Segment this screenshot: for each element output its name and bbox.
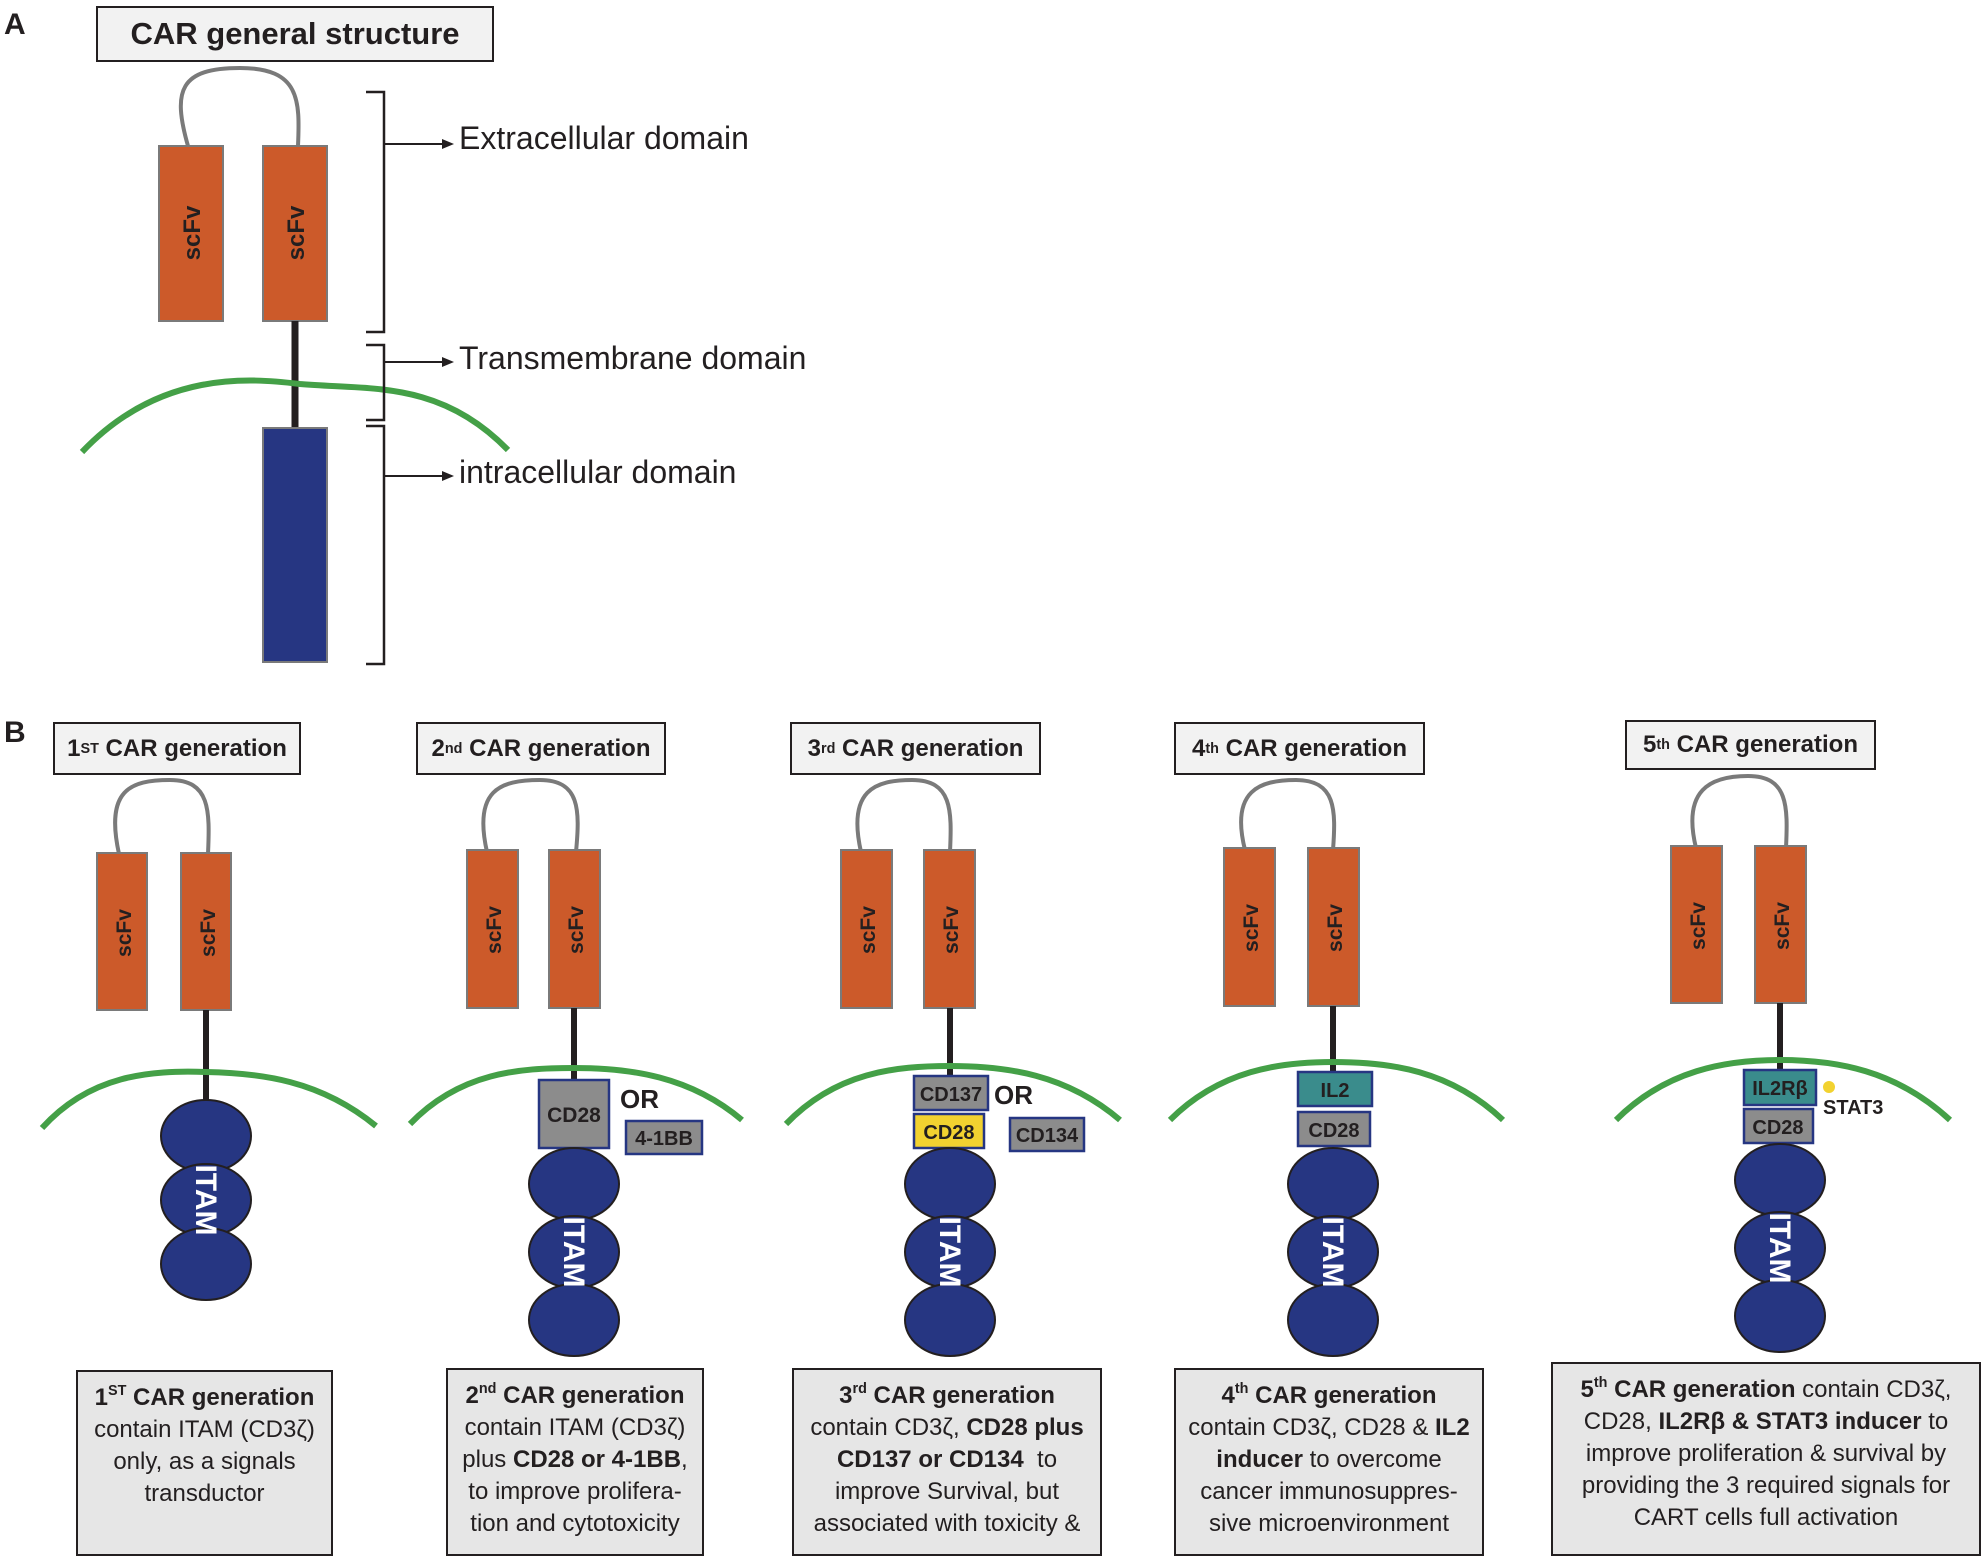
- scfv-label: scFv: [1771, 902, 1794, 950]
- description-line: contain ITAM (CD3ζ): [464, 1414, 686, 1441]
- intracellular-block-a: [262, 427, 328, 663]
- gen3-description: 3rd CAR generation contain CD3ζ, CD28 plu…: [792, 1368, 1102, 1556]
- or-label: OR: [994, 1080, 1033, 1110]
- or-label: OR: [620, 1084, 659, 1114]
- description-line: 3rd CAR generation: [839, 1380, 1055, 1409]
- domain-label-4-1bb: 4-1BB: [635, 1128, 693, 1150]
- panel-a-structure: scFv scFv: [79, 65, 511, 666]
- bracket-intracellular: [366, 424, 386, 666]
- description-line: cancer immunosuppres-: [1200, 1478, 1458, 1505]
- scfv-label: scFv: [483, 906, 506, 954]
- domain-label-il2: IL2: [1321, 1080, 1350, 1102]
- description-line: CD137 or CD134 to: [836, 1446, 1058, 1473]
- panel-a-title: CAR general structure: [96, 6, 494, 62]
- scfv-label: scFv: [1324, 904, 1347, 952]
- domain-label-cd28: CD28: [1308, 1120, 1359, 1142]
- description-line: 4th CAR generation: [1221, 1380, 1437, 1409]
- arrow-intracellular: [442, 471, 454, 481]
- domain-label-il2r-: IL2Rβ: [1752, 1078, 1808, 1100]
- description-line: providing the 3 required signals for: [1581, 1472, 1951, 1499]
- gen1-description: 1ST CAR generation contain ITAM (CD3ζ) onl…: [76, 1370, 333, 1556]
- itam-label: ITAM: [557, 1216, 590, 1287]
- extracellular-domain-label: Extracellular domain: [459, 120, 749, 156]
- itam-label: ITAM: [933, 1216, 966, 1287]
- gen3-structure: scFv scFv CD137 OR CD28 CD134 ITAM: [783, 777, 1122, 1357]
- itam-label: ITAM: [189, 1164, 222, 1235]
- itam-label: ITAM: [1316, 1216, 1349, 1287]
- description-line: inducer to overcome: [1216, 1446, 1442, 1473]
- scfv-label: scFv: [1687, 902, 1710, 950]
- scfv-left-a: [158, 145, 224, 322]
- gen4-structure: scFv scFv IL2 CD28 ITAM: [1167, 777, 1506, 1357]
- description-line: tion and cytotoxicity: [470, 1510, 680, 1537]
- description-line: sive microenvironment: [1208, 1510, 1450, 1537]
- domain-label-cd28: CD28: [547, 1104, 601, 1127]
- gen5-structure: scFv scFv IL2Rβ STAT3 CD28 ITAM: [1613, 773, 1953, 1353]
- description-line: plus CD28 or 4-1BB,: [462, 1446, 688, 1473]
- description-line: to improve prolifera-: [468, 1478, 682, 1505]
- description-line: 5th CAR generation contain CD3ζ,: [1580, 1374, 1952, 1403]
- description-line: associated with toxicity &: [813, 1510, 1081, 1537]
- domain-label-cd134: CD134: [1016, 1125, 1079, 1147]
- gen1-structure: scFv scFv ITAM: [39, 777, 378, 1301]
- domain-label-cd28: CD28: [1752, 1117, 1803, 1139]
- itam-label: ITAM: [1763, 1212, 1796, 1283]
- bracket-extracellular: [366, 90, 386, 334]
- scfv-label: scFv: [197, 909, 220, 957]
- scfv-label: scFv: [1240, 904, 1263, 952]
- domain-label-cd28: CD28: [923, 1122, 974, 1144]
- description-line: 1ST CAR generation: [94, 1382, 315, 1411]
- gen2-description: 2nd CAR generation contain ITAM (CD3ζ) plu…: [446, 1368, 704, 1556]
- gen2-structure: scFv scFv CD28 OR 4-1BB ITAM: [407, 777, 744, 1357]
- description-line: improve Survival, but: [834, 1478, 1060, 1505]
- scfv-label-left-a: scFv: [179, 205, 206, 260]
- description-line: contain CD3ζ, CD28 & IL2: [1188, 1414, 1470, 1441]
- scfv-label: scFv: [940, 906, 963, 954]
- arrow-extracellular: [442, 139, 454, 149]
- stat3-label: STAT3: [1823, 1097, 1883, 1119]
- scfv-label-right-a: scFv: [283, 205, 310, 260]
- description-line: CD28, IL2Rβ & STAT3 inducer to: [1583, 1408, 1949, 1435]
- transmembrane-domain-label: Transmembrane domain: [459, 340, 807, 376]
- scfv-label: scFv: [857, 906, 880, 954]
- scfv-label: scFv: [565, 906, 588, 954]
- description-line: 2nd CAR generation: [465, 1380, 685, 1409]
- panel-a-letter: A: [4, 8, 26, 41]
- gen5-description: 5th CAR generation contain CD3ζ, CD28, IL…: [1551, 1362, 1981, 1556]
- bracket-transmembrane: [366, 343, 386, 422]
- description-line: transductor: [144, 1480, 265, 1507]
- gen4-description: 4th CAR generation contain CD3ζ, CD28 & I…: [1174, 1368, 1484, 1556]
- linker-loop: [178, 65, 301, 147]
- scfv-right-a: [262, 145, 328, 322]
- arrow-transmembrane: [442, 357, 454, 367]
- panel-b-letter: B: [4, 716, 26, 749]
- description-line: improve proliferation & survival by: [1585, 1440, 1947, 1467]
- description-line: CART cells full activation: [1633, 1504, 1899, 1531]
- description-line: only, as a signals: [113, 1448, 296, 1475]
- scfv-label: scFv: [113, 909, 136, 957]
- cell-membrane-a: [79, 377, 511, 455]
- description-line: contain CD3ζ, CD28 plus: [810, 1414, 1084, 1441]
- domain-label-cd137: CD137: [920, 1084, 982, 1106]
- intracellular-domain-label: intracellular domain: [459, 454, 737, 490]
- description-line: contain ITAM (CD3ζ): [94, 1416, 315, 1443]
